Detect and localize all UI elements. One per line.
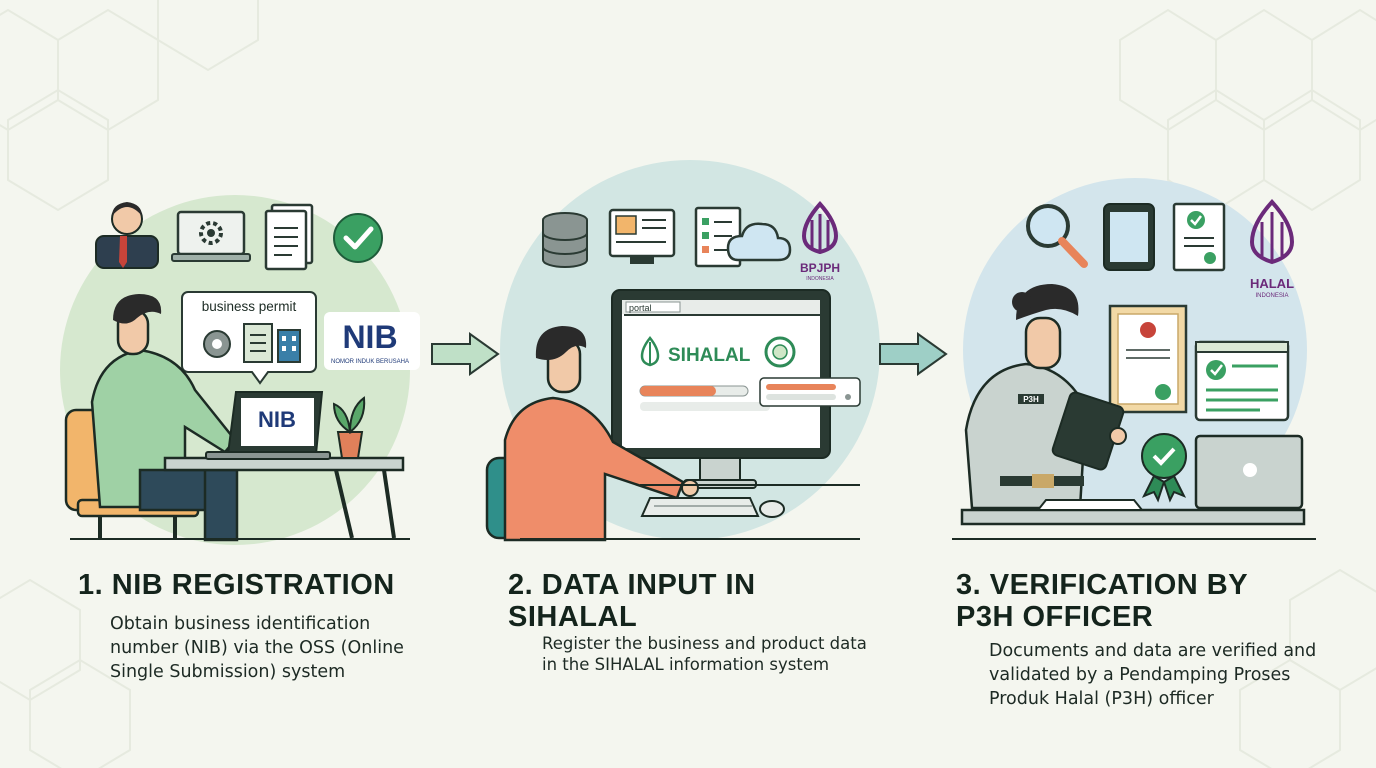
arrow-1-to-2 xyxy=(431,332,500,376)
arrow-2-to-3 xyxy=(879,332,948,376)
